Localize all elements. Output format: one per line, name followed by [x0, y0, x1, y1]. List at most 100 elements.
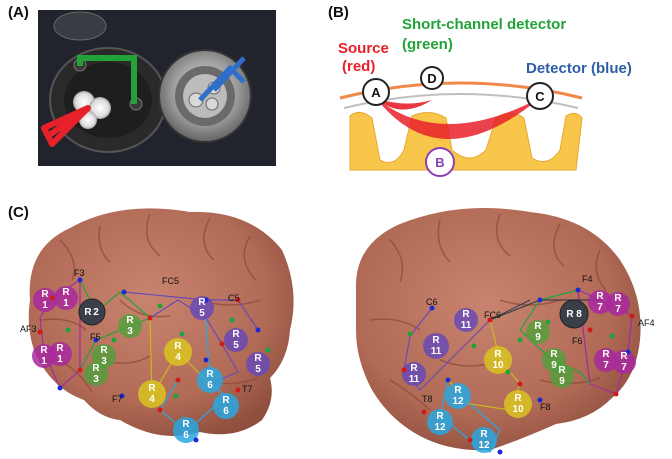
region-label: 4 — [149, 394, 155, 405]
region-label: R — [410, 363, 418, 374]
optode-label-f6: F6 — [572, 336, 583, 346]
region-label: R — [558, 365, 566, 376]
region-label: 7 — [621, 362, 627, 373]
region-bubble — [173, 417, 199, 443]
region-label: 7 — [597, 302, 603, 313]
right-optode-dots — [401, 287, 635, 455]
region-label: 1 — [42, 300, 48, 311]
region-bubble — [484, 346, 512, 374]
right-hemisphere — [355, 208, 641, 451]
region-label: R — [232, 329, 240, 340]
region-label: R — [534, 321, 542, 332]
region-label: R — [596, 291, 604, 302]
optode-label-f8: F8 — [540, 402, 551, 412]
right-region-bubbles — [402, 290, 636, 453]
region-label: 11 — [461, 320, 472, 331]
region-bubble — [84, 362, 108, 386]
region-label: 11 — [409, 374, 420, 385]
optode-label-f3: F3 — [74, 268, 85, 278]
region-label: 3 — [101, 356, 107, 367]
panel-b-label: (B) — [328, 4, 349, 21]
region-label: R — [148, 383, 156, 394]
region-bubble — [504, 390, 532, 418]
optode-label-af3: AF3 — [20, 324, 37, 334]
region-bubble — [224, 328, 248, 352]
region-label: R — [222, 395, 230, 406]
region-label: 4 — [175, 352, 181, 363]
region-bubble — [559, 299, 589, 329]
left-optode-dots — [37, 277, 271, 443]
region-label: R — [254, 353, 262, 364]
region-label: R — [454, 385, 462, 396]
region-label: 7 — [603, 360, 609, 371]
region-bubble — [402, 362, 426, 386]
region-bubble — [550, 364, 574, 388]
region-bubble — [54, 286, 78, 310]
short-channel-label: Short-channel detector — [402, 16, 566, 33]
detector-label: Detector (blue) — [526, 60, 632, 77]
region-bubble — [164, 338, 192, 366]
region-bubble — [118, 314, 142, 338]
region-label: 7 — [615, 304, 621, 315]
region-label: 8 — [576, 309, 582, 320]
region-label: 1 — [41, 356, 47, 367]
source-label: Source — [338, 40, 389, 57]
region-bubble — [246, 352, 270, 376]
region-label: 1 — [57, 354, 63, 365]
region-label: R — [494, 349, 502, 360]
region-label: 6 — [223, 406, 229, 417]
region-label: 5 — [255, 364, 261, 375]
region-bubble — [606, 292, 630, 316]
region-label: R — [566, 309, 574, 320]
region-label: R — [84, 307, 92, 318]
region-label: R — [206, 369, 214, 380]
panel-a-label: (A) — [8, 4, 29, 21]
region-label: 12 — [452, 396, 464, 407]
region-bubble — [213, 393, 239, 419]
region-label: R — [602, 349, 610, 360]
region-bubble — [78, 298, 106, 326]
node-c-circle — [526, 82, 554, 110]
node-b-label: B — [435, 155, 444, 170]
region-label: R — [41, 289, 49, 300]
region-bubble — [33, 288, 57, 312]
tissue-schematic — [339, 66, 583, 177]
region-bubble — [197, 367, 223, 393]
region-label: R — [174, 341, 182, 352]
region-label: R — [198, 297, 206, 308]
node-a-label: A — [371, 85, 381, 100]
node-c-label: C — [535, 89, 545, 104]
region-label: R — [126, 315, 134, 326]
region-label: 11 — [431, 346, 442, 357]
region-label: R — [462, 309, 470, 320]
region-label: R — [182, 419, 190, 430]
region-bubble — [526, 320, 550, 344]
region-bubble — [471, 427, 497, 453]
optode-label-t7: T7 — [242, 384, 253, 394]
region-label: 9 — [535, 332, 541, 343]
optode-label-t8: T8 — [422, 394, 433, 404]
region-label: 9 — [551, 360, 557, 371]
region-bubble — [92, 344, 116, 368]
region-label: 6 — [207, 380, 213, 391]
optode-label-fc5: FC5 — [162, 276, 179, 286]
region-label: 9 — [559, 376, 565, 387]
region-label: 2 — [93, 307, 99, 318]
panel-c-label: (C) — [8, 204, 29, 221]
region-bubble — [427, 409, 453, 435]
region-label: 5 — [199, 308, 205, 319]
optode-label-c5: C5 — [228, 293, 240, 303]
node-d-label: D — [427, 71, 436, 86]
left-region-bubbles — [32, 286, 270, 443]
region-bubble — [445, 383, 471, 409]
region-label: 3 — [127, 326, 133, 337]
region-label: R — [480, 429, 488, 440]
region-label: 10 — [492, 360, 504, 371]
region-bubble — [588, 290, 612, 314]
region-bubble — [48, 342, 72, 366]
region-label: R — [92, 363, 100, 374]
region-label: 6 — [183, 430, 189, 441]
region-bubble — [190, 296, 214, 320]
region-label: 10 — [512, 404, 524, 415]
